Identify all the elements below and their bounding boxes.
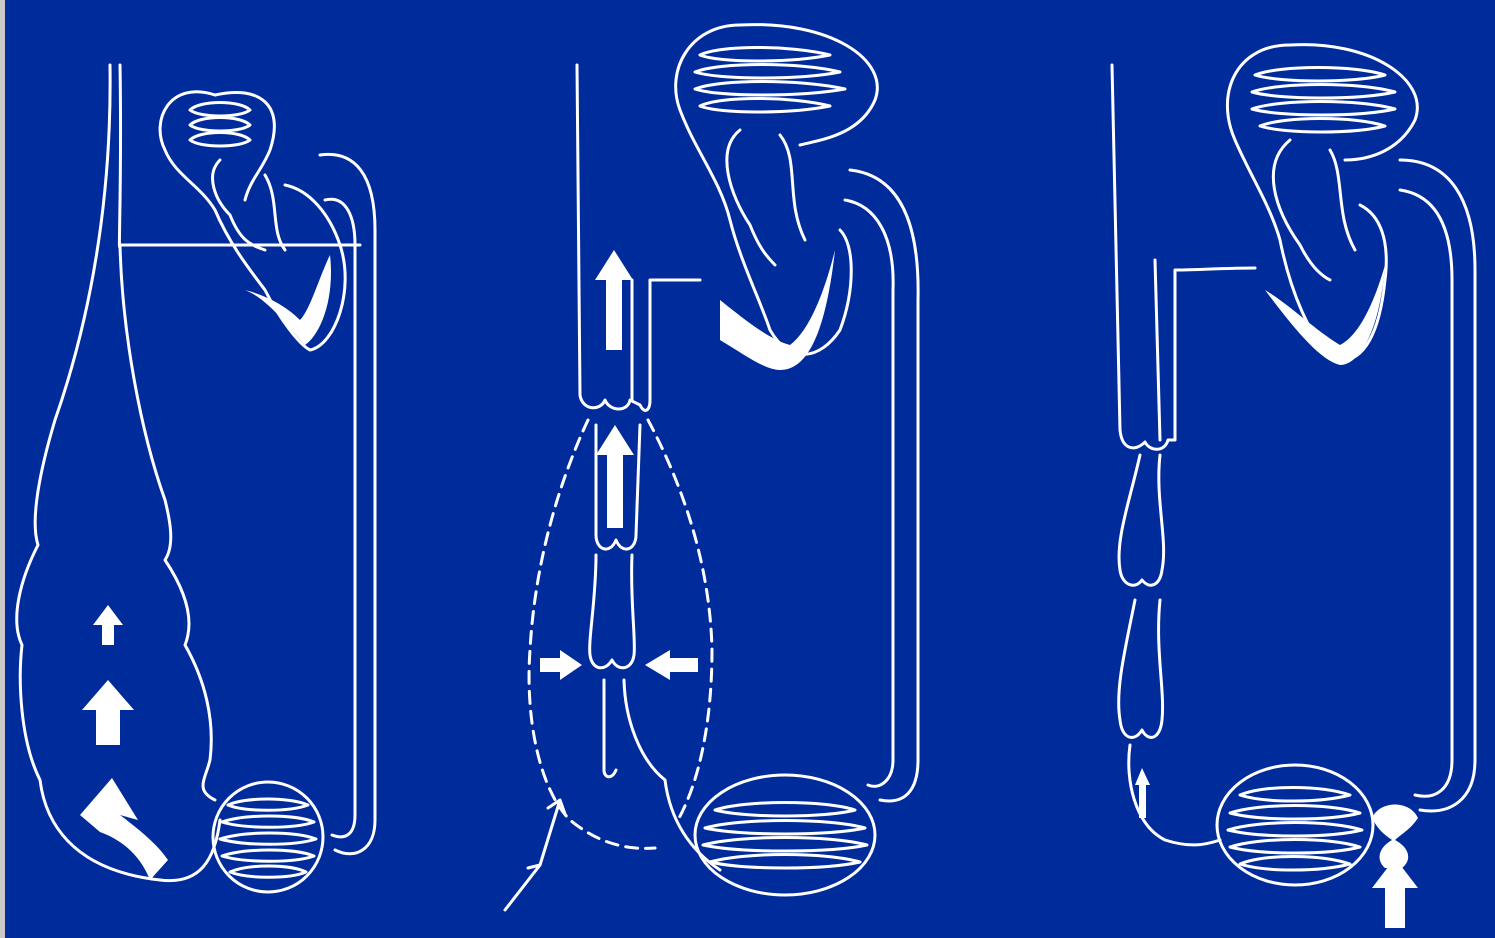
left-edge <box>0 0 5 938</box>
